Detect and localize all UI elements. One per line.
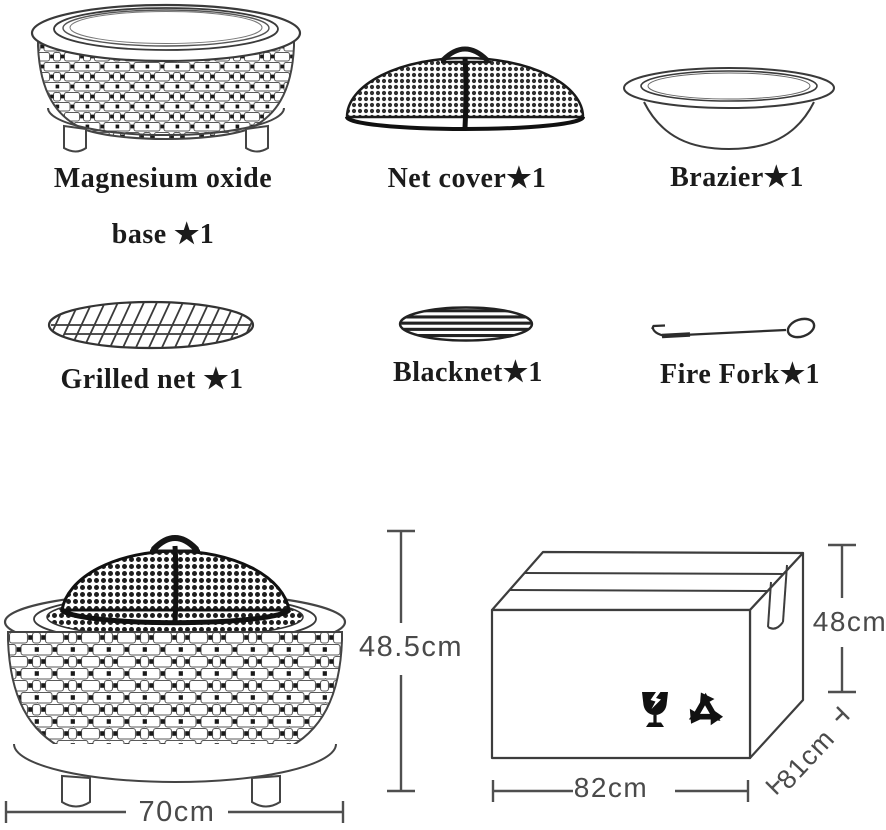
label-magnesium-oxide-line1: Magnesium oxide <box>53 163 273 194</box>
label-net-cover: Net cover★1 <box>387 163 547 194</box>
fragile-icon <box>642 692 668 727</box>
label-blacknet: Blacknet★1 <box>393 357 543 388</box>
box-side-slot <box>767 564 788 630</box>
dimension-firepit-height: 48.5cm <box>358 631 464 663</box>
fork-loop-handle <box>786 317 816 339</box>
grilled-net-illustration <box>47 300 255 350</box>
brazier-rim-inner <box>640 70 818 102</box>
firepit-weave-body <box>7 631 343 763</box>
net-cover-handle <box>440 46 490 63</box>
box-dimension-lines <box>491 543 856 802</box>
shipping-box-illustration <box>490 543 856 802</box>
net-cover-rib <box>462 57 469 129</box>
firepit-dome-rib <box>172 545 179 624</box>
assembled-firepit-illustration <box>3 535 347 808</box>
net-cover-illustration <box>345 46 585 131</box>
brazier-rim-line <box>647 72 811 100</box>
fork-sleeve <box>661 332 691 339</box>
firepit-foot-right <box>251 774 281 808</box>
firepit-foot-left <box>61 774 91 808</box>
firepit-base-ring <box>13 743 337 783</box>
basket-foot-left <box>63 124 87 153</box>
basket-base-ring <box>47 107 285 136</box>
basket-foot-right <box>245 124 269 153</box>
fire-fork-illustration <box>651 317 816 339</box>
magnesium-oxide-base-illustration <box>30 3 302 153</box>
basket-rim <box>30 3 302 63</box>
basket-weave-body <box>37 37 295 140</box>
firepit-dome-handle <box>151 535 199 552</box>
dimension-box-length: 82cm <box>573 772 649 803</box>
net-cover-base-rim <box>345 116 585 131</box>
box-top-face <box>490 550 805 612</box>
label-grilled-net: Grilled net ★1 <box>60 364 244 395</box>
box-front-face <box>490 608 752 760</box>
firepit-height-dimension-line <box>387 529 415 793</box>
dimension-box-height: 48cm <box>812 606 886 637</box>
brazier-illustration <box>623 67 835 151</box>
blacknet-illustration <box>398 306 534 342</box>
label-magnesium-oxide-line2: base ★1 <box>111 219 215 250</box>
label-fire-fork: Fire Fork★1 <box>660 359 820 390</box>
label-brazier: Brazier★1 <box>670 162 804 193</box>
blacknet-stripes <box>401 309 531 338</box>
box-faces <box>490 550 805 760</box>
firepit-width-dimension-line <box>4 801 345 823</box>
dimension-firepit-width: 70cm <box>138 796 216 828</box>
box-flap-seams <box>509 572 785 592</box>
brazier-bowl <box>643 101 815 151</box>
